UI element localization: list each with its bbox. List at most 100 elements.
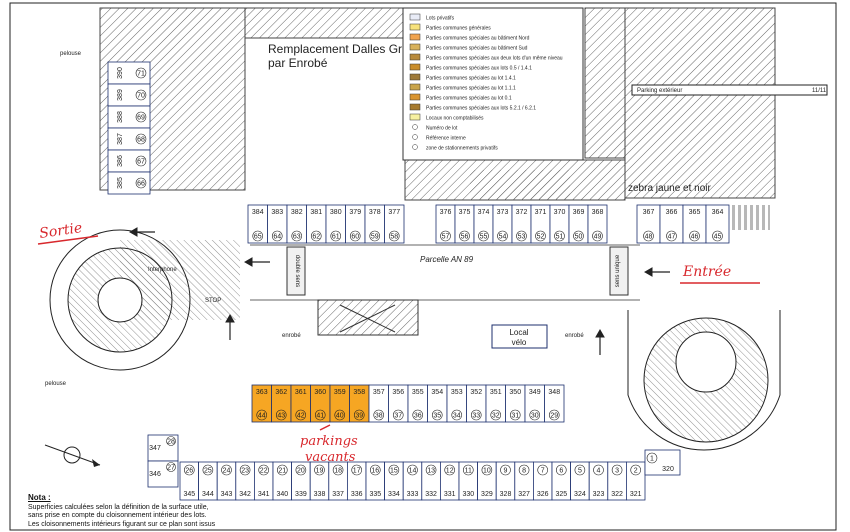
spot-lot-number: 339	[295, 491, 307, 498]
spot-ref-number: 24	[223, 468, 231, 475]
spot-ref-number: 4	[597, 468, 601, 475]
spot-lot-number: 358	[353, 389, 365, 396]
spot-lot-number: 341	[258, 491, 270, 498]
footnote: Nota : Superficies calculées selon la dé…	[28, 493, 408, 529]
traffic-arrows	[128, 227, 670, 355]
project-title-1: Remplacement Dalles Gravillon	[268, 42, 436, 56]
spot-ref-number: 11	[465, 468, 472, 475]
spot-ref-number: 34	[453, 413, 461, 420]
spot-lot-number: 372	[516, 209, 528, 216]
parking-spot: 326 7	[533, 461, 553, 501]
spot-lot-number: 333	[407, 491, 419, 498]
svg-text:STOP: STOP	[205, 298, 221, 304]
svg-text:enrobé: enrobé	[282, 333, 301, 339]
spot-ref-number: 36	[414, 413, 422, 420]
svg-text:enrobé: enrobé	[565, 333, 584, 339]
ramp-west-outer	[49, 229, 191, 371]
spot-ref-number: 42	[297, 413, 305, 420]
legend-label: Parties communes spéciales au lot 1.1.1	[426, 86, 516, 92]
footnote-line-2: sans prise en compte du cloisonnement in…	[28, 512, 207, 519]
spot-lot-number: 326	[537, 491, 549, 498]
legend-label: Parties communes spéciales aux lots 0.5 …	[426, 66, 532, 72]
spot-lot-number: 352	[470, 389, 482, 396]
exterior-parking-page: 11/11	[812, 88, 827, 94]
spot-ref-number: 21	[278, 468, 286, 475]
legend-label: Parties communes spéciales aux lots 5.2.…	[426, 106, 536, 112]
spot-ref-number: 57	[442, 234, 450, 241]
spot-lot-number: 328	[500, 491, 512, 498]
spot-lot-number: 385	[117, 177, 124, 189]
spot-ref-number: 13	[427, 468, 435, 475]
spot-lot-number: 383	[271, 209, 283, 216]
spot-ref-number: 70	[137, 93, 145, 100]
spot-ref-number: 37	[394, 413, 402, 420]
spot-ref-number: 48	[645, 234, 653, 241]
spot-lot-number: 348	[548, 389, 560, 396]
spot-ref-number: 64	[273, 234, 281, 241]
spot-ref-number: 43	[277, 413, 285, 420]
zebra-label: zebra jaune et noir	[628, 183, 712, 194]
spot-lot-number: 340	[276, 491, 288, 498]
svg-text:vélo: vélo	[512, 338, 527, 347]
legend-label: Parties communes spéciales au lot 1.4.1	[426, 76, 516, 82]
spot-lot-number: 349	[529, 389, 541, 396]
building-north-3	[584, 7, 626, 159]
spot-lot-number: 375	[459, 209, 471, 216]
spot-lot-number: 359	[334, 389, 346, 396]
project-title-2: par Enrobé	[268, 56, 328, 70]
spot-ref-number: 40	[336, 413, 344, 420]
footnote-line-3: Les cloisonnements intérieurs figurant s…	[28, 520, 216, 528]
ramp-east-outer	[627, 310, 781, 451]
parking-spot: 338 19	[309, 461, 330, 501]
spot-lot-number: 320	[662, 466, 674, 473]
spot-ref-number: 20	[297, 468, 305, 475]
spot-lot-number: 377	[388, 209, 400, 216]
spot-lot-number: 369	[573, 209, 585, 216]
spot-ref-number: 6	[559, 468, 563, 475]
legend-item: Numéro de lot	[412, 124, 458, 132]
spot-ref-number: 60	[351, 234, 359, 241]
spot-lot-number: 371	[535, 209, 547, 216]
spot-lot-number: 338	[314, 491, 326, 498]
svg-text:pelouse: pelouse	[45, 381, 67, 387]
spot-ref-number: 19	[316, 468, 324, 475]
spot-ref-number: 8	[522, 468, 526, 475]
spot-ref-number: 7	[541, 468, 545, 475]
svg-text:sens unique: sens unique	[615, 254, 621, 287]
spot-lot-number: 364	[712, 209, 724, 216]
exterior-parking-box	[631, 84, 828, 96]
parking-spot: 383 64	[267, 204, 288, 244]
spot-lot-number: 373	[497, 209, 509, 216]
spot-lot-number: 363	[256, 389, 268, 396]
legend-label: Parties communes générales	[426, 26, 491, 32]
spot-ref-number: 49	[594, 234, 602, 241]
legend-item: Parties communes spéciales aux deux lots…	[409, 53, 563, 62]
svg-text:pelouse: pelouse	[60, 51, 82, 57]
spot-lot-number: 351	[490, 389, 502, 396]
spot-lot-number: 381	[310, 209, 322, 216]
spot-lot-number: 321	[630, 491, 642, 498]
